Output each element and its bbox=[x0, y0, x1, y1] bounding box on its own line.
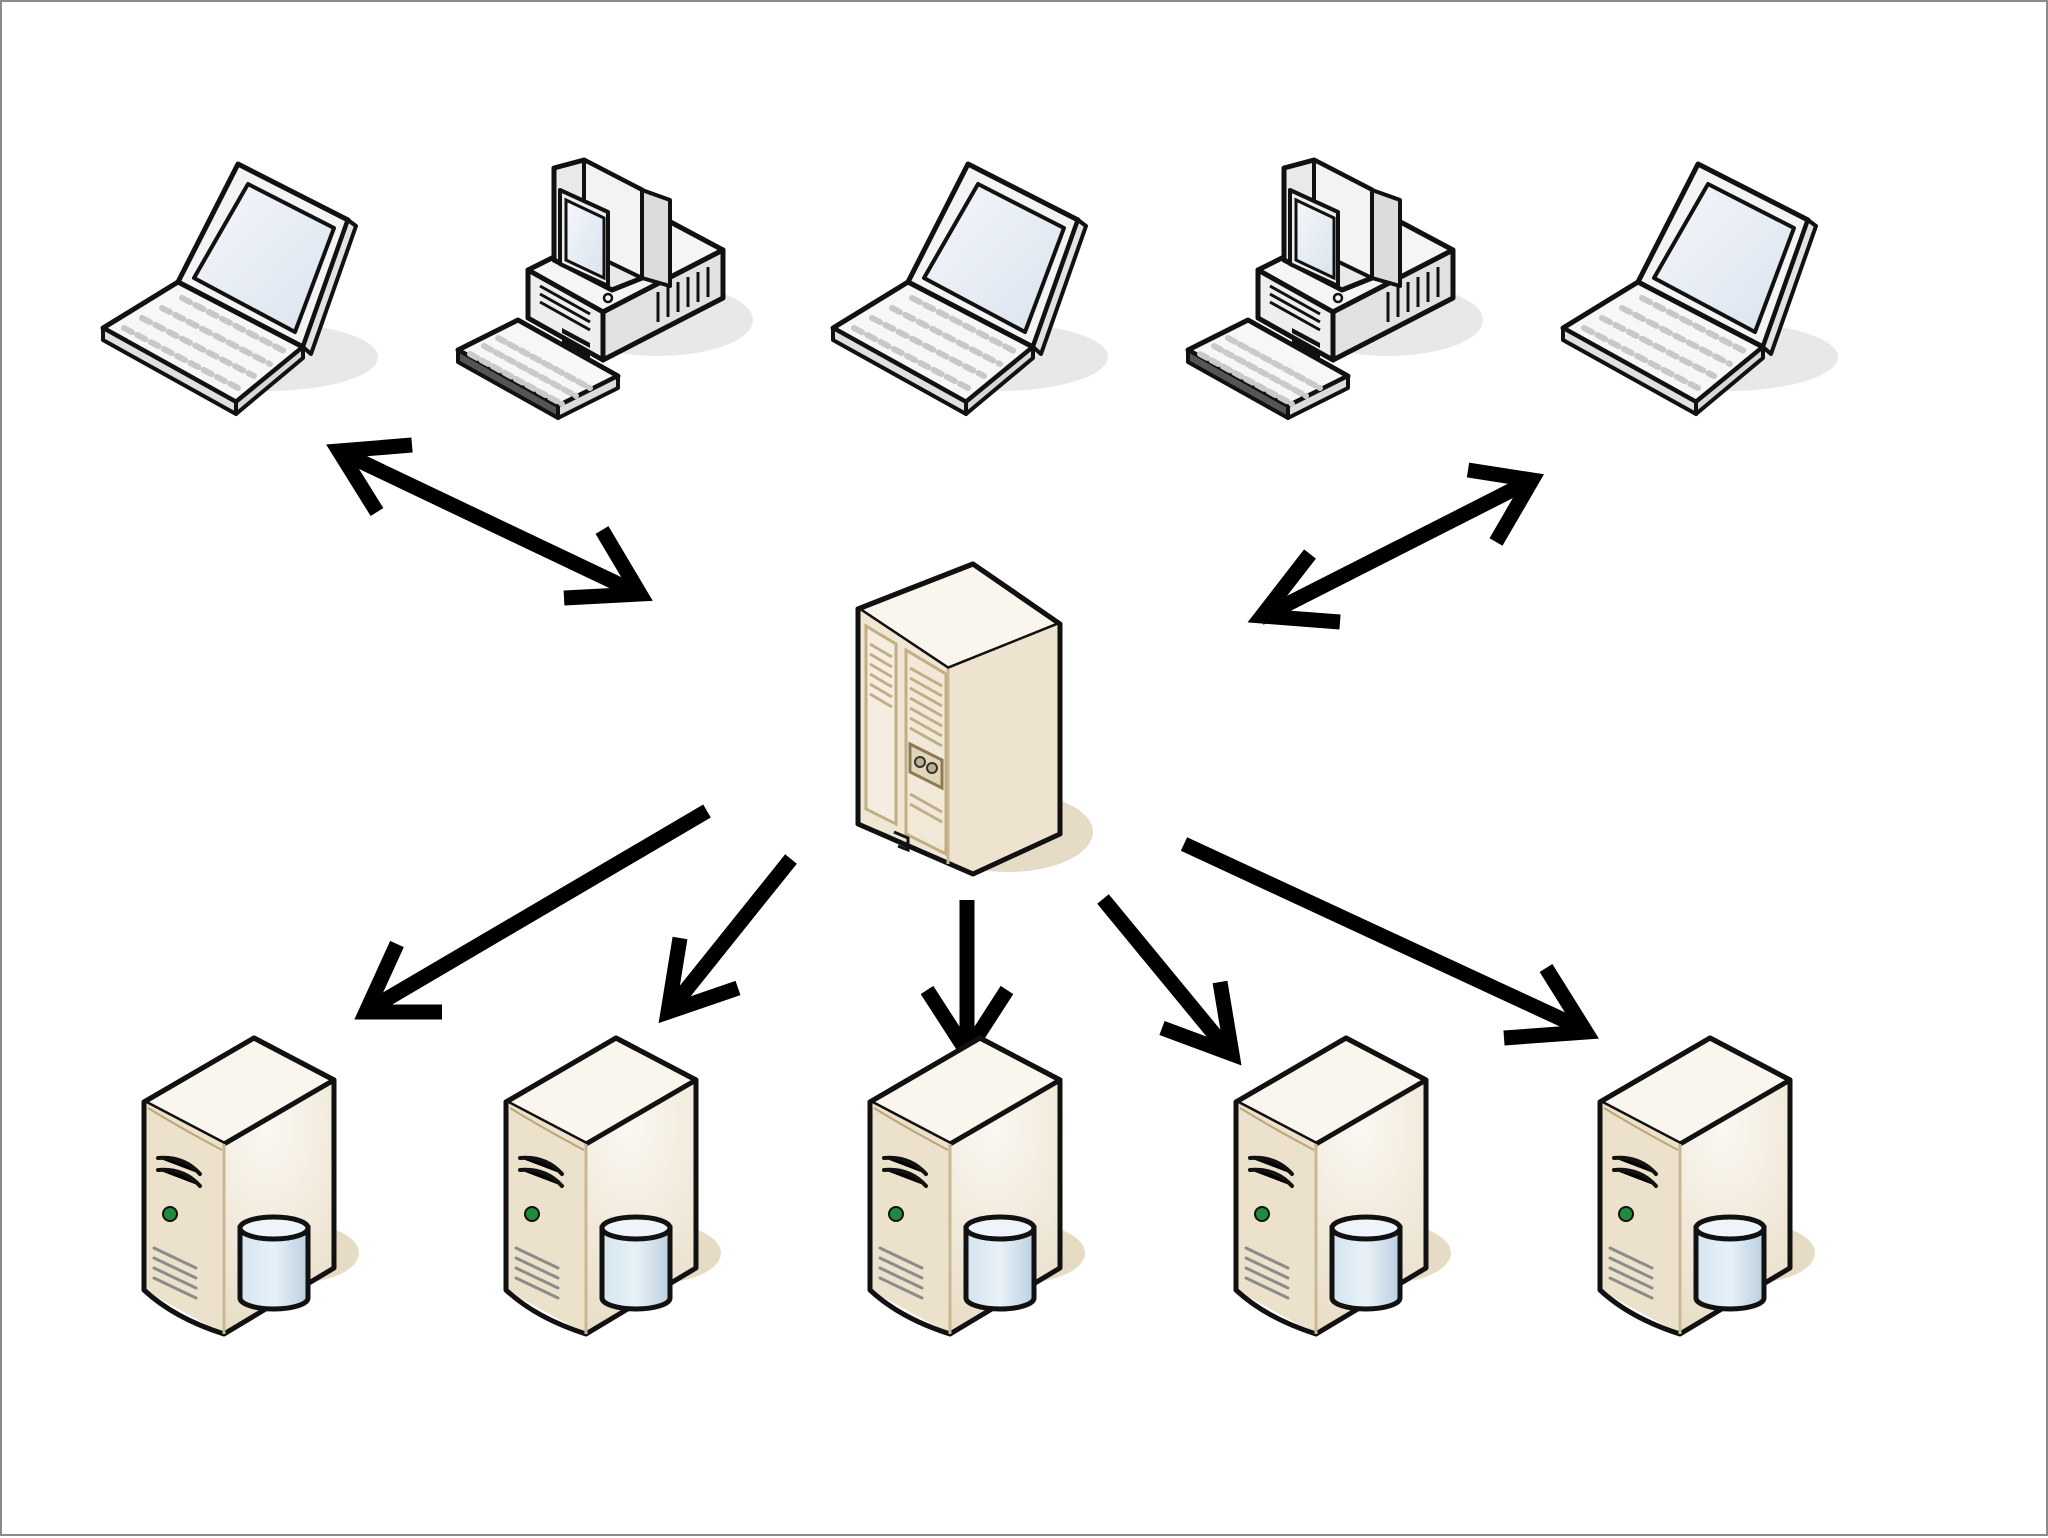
arrowhead-end bbox=[1503, 964, 1599, 1046]
arrowhead-end bbox=[1466, 462, 1544, 546]
database-server-icon bbox=[144, 1038, 359, 1334]
arrowhead-end bbox=[1159, 980, 1242, 1066]
laptop-icon bbox=[1563, 164, 1838, 414]
arrowhead-start bbox=[326, 437, 413, 516]
arrowhead-end bbox=[658, 936, 741, 1024]
laptop-icon bbox=[103, 164, 378, 414]
hub-tier bbox=[858, 564, 1093, 874]
edge-central-server-db-server-4 bbox=[1097, 894, 1242, 1066]
database-server-icon bbox=[1600, 1038, 1815, 1334]
edge-central-server-db-server-3 bbox=[920, 900, 1014, 1066]
database-server-icon bbox=[870, 1038, 1085, 1334]
database-server-icon bbox=[506, 1038, 721, 1334]
desktop-pc-icon bbox=[1188, 160, 1483, 418]
desktop-pc-icon bbox=[458, 160, 753, 418]
edge-central-server-db-server-2 bbox=[658, 854, 797, 1024]
arrowhead-end bbox=[563, 526, 653, 606]
arrowhead-end bbox=[354, 940, 442, 1020]
edge-laptop-3-central-server bbox=[1247, 462, 1544, 630]
tower-server-icon bbox=[858, 564, 1093, 874]
clients-tier bbox=[103, 160, 1838, 418]
arrowhead-start bbox=[1247, 549, 1341, 630]
arrows-layer bbox=[326, 437, 1599, 1066]
database-server-icon bbox=[1236, 1038, 1451, 1334]
edge-laptop-1-central-server bbox=[326, 437, 653, 606]
laptop-icon bbox=[833, 164, 1108, 414]
storage-tier bbox=[144, 1038, 1815, 1334]
edge-central-server-db-server-5 bbox=[1180, 837, 1599, 1046]
edge-central-server-db-server-1 bbox=[354, 804, 711, 1020]
